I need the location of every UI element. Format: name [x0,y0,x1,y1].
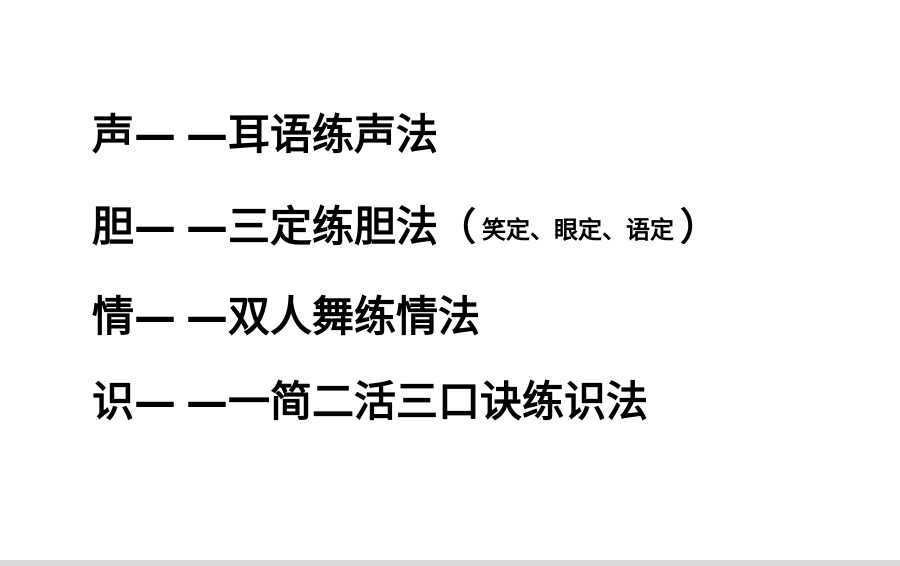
dash: — [186,376,229,426]
method-text: 双人舞练情法 [228,291,481,341]
method-line-courage: 胆——三定练胆法（笑定、眼定、语定） [92,196,718,252]
method-line-emotion: 情——双人舞练情法 [92,286,480,342]
line-key: 胆 [92,201,135,251]
paren-close: ） [680,204,719,249]
method-text: 三定练胆法 [228,201,439,251]
dash: — [186,291,229,341]
dash: — [134,291,177,341]
dash: — [186,201,229,251]
method-text: 一简二活三口诀练识法 [228,376,649,426]
dash: — [134,376,177,426]
line-key: 声 [92,109,135,159]
line-key: 识 [92,376,135,426]
paren-open: （ [438,204,477,249]
bottom-bar [0,560,900,566]
dash: — [134,201,177,251]
dash: — [134,109,177,159]
dash: — [186,109,229,159]
method-line-voice: 声——耳语练声法 [92,104,438,160]
method-line-knowledge: 识——一简二活三口诀练识法 [92,371,648,427]
method-note: 笑定、眼定、语定 [482,215,675,244]
method-text: 耳语练声法 [228,109,439,159]
line-key: 情 [92,291,135,341]
